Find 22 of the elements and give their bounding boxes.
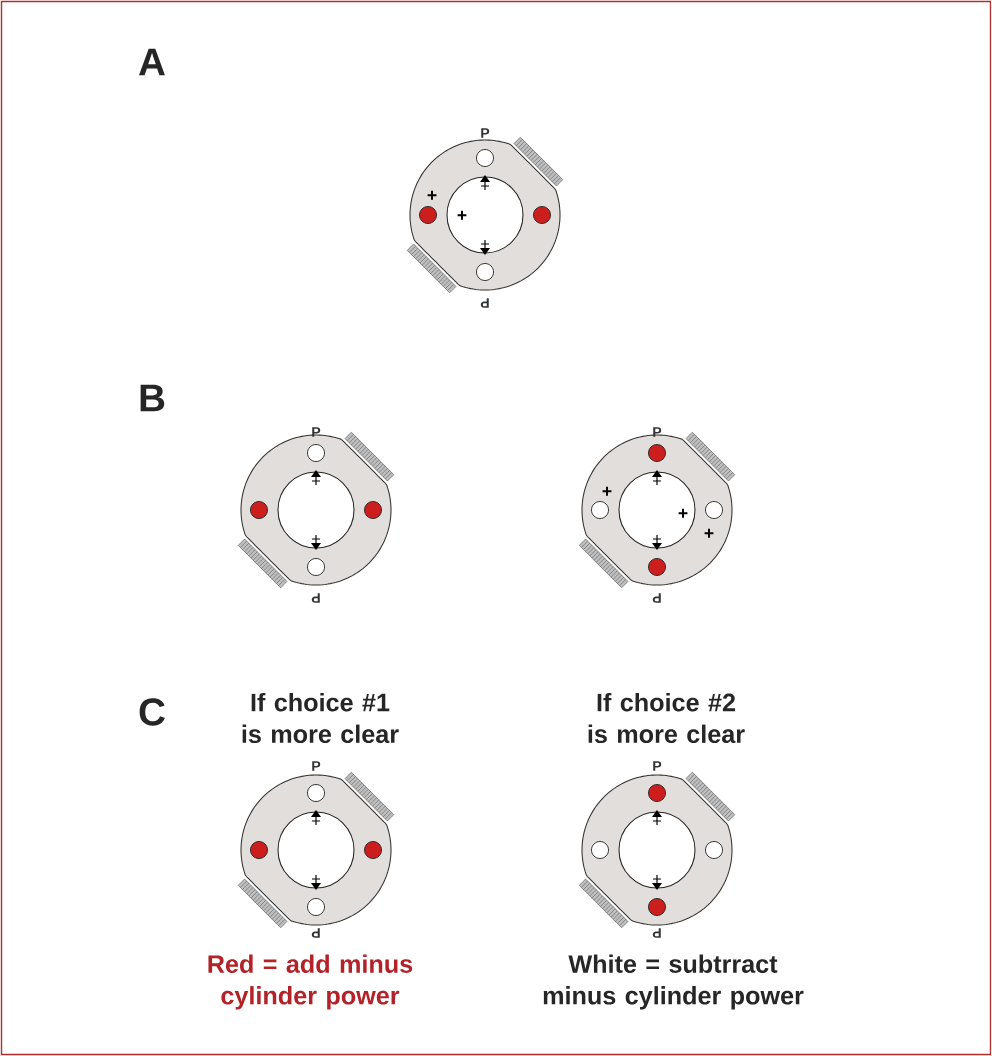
axis-letter: P: [480, 298, 489, 308]
plus-sign: +: [457, 210, 467, 220]
axis-letter: P: [652, 593, 661, 603]
axis-letter: P: [653, 761, 662, 771]
axis-letter: P: [652, 928, 661, 938]
axis-letter: P: [311, 593, 320, 603]
plus-sign: +: [678, 508, 688, 518]
axis-letter: P: [312, 427, 321, 437]
plus-sign: +: [704, 528, 714, 538]
choice-heading: If choice #2 is more clear: [588, 692, 745, 744]
panel-letter: C: [139, 698, 165, 726]
axis-letter: P: [653, 427, 662, 437]
note-text: White = subtrract minus cylinder power: [543, 954, 804, 1010]
panel-letter: A: [139, 48, 165, 76]
plus-sign: +: [602, 486, 612, 496]
panel-letter: B: [140, 384, 165, 412]
plus-sign: +: [427, 190, 437, 200]
axis-letter: P: [481, 128, 490, 138]
axis-letter: P: [311, 928, 320, 938]
axis-letter: P: [312, 761, 321, 771]
choice-heading: If choice #1 is more clear: [242, 692, 399, 744]
note-text: Red = add minus cylinder power: [208, 954, 413, 1010]
